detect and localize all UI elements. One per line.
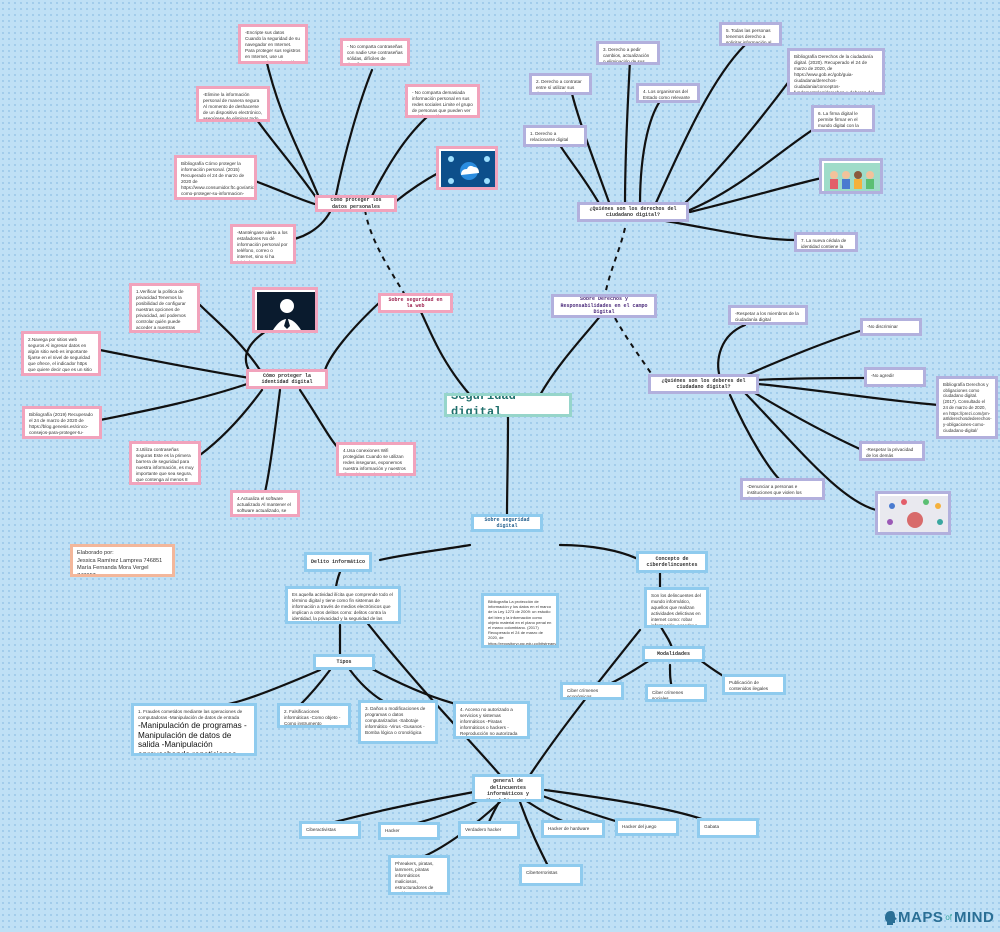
item-no-share-password[interactable]: - No comparta contraseñas con nadie Use …	[340, 38, 410, 66]
credits-author-1: Jessica Ramírez Lamprea 746851	[77, 557, 163, 564]
subtopic-protect-identity[interactable]: Cómo proteger la identidad digital	[246, 369, 328, 389]
item-duty-4[interactable]: -Respetar la privacidad de los demás	[859, 441, 925, 461]
item-secure-passwords[interactable]: 3.Utiliza contraseñas seguras Este es la…	[129, 441, 201, 485]
item-class-hardware-hacker[interactable]: Hacker de hardware	[541, 820, 605, 838]
item-modalidad-ilegales[interactable]: Publicación de contenidos ilegales	[722, 674, 786, 695]
subtopic-clasificacion[interactable]: Clasificación general de delincuentes in…	[472, 774, 544, 802]
item-frauds[interactable]: 1. Fraudes cometidos mediante las operac…	[131, 703, 257, 756]
item-encrypt[interactable]: -Encripte sus datos Cuando la seguridad …	[238, 24, 308, 64]
subtopic-duties-question[interactable]: ¿Quiénes son los deberes del ciudadano d…	[648, 374, 759, 394]
data-illustration	[436, 146, 498, 190]
item-right-5[interactable]: 5. Todas las personas tenemos derecho a …	[719, 22, 782, 46]
item-identity-bibliography[interactable]: Bibliografía (2019) Recuperado el 24 de …	[22, 406, 102, 439]
people-group-icon	[824, 163, 880, 191]
subtopic-concepto[interactable]: Concepto de ciberdelincuentes	[636, 551, 708, 573]
subtopic-protect-data[interactable]: Cómo proteger los datos personales	[315, 195, 397, 212]
rights-illustration	[819, 158, 883, 194]
credits-author-2: María Fernanda Mora Vergel 743957	[77, 565, 149, 577]
duties-illustration	[875, 491, 951, 535]
central-topic[interactable]: Seguridad digital	[444, 393, 572, 417]
item-duty-2[interactable]: -No discriminar	[860, 318, 922, 336]
item-concepto-definition[interactable]: Son los delincuentes del mundo informáti…	[644, 587, 709, 628]
branch-web[interactable]: Sobre seguridad en la web	[378, 293, 453, 313]
subtopic-modalidades[interactable]: Modalidades	[642, 646, 705, 662]
frauds-list: -Manipulación de programas -Manipulación…	[138, 720, 247, 756]
item-right-3[interactable]: 3. Derecho a pedir cambios, actualizació…	[596, 41, 660, 65]
item-class-ciberactivistas[interactable]: Ciberactivistas	[299, 821, 361, 839]
item-right-6[interactable]: 6. La firma digital le permite firmar en…	[811, 105, 875, 132]
item-duty-5[interactable]: -Denunciar a personas e instituciones qu…	[740, 478, 825, 500]
branch-rights[interactable]: Sobre Derechos y Responsabilidades en el…	[551, 294, 657, 318]
subtopic-delito[interactable]: Delito informático	[304, 552, 372, 572]
identity-illustration	[252, 287, 318, 333]
item-class-ciberterroristas[interactable]: Ciberterroristas	[519, 864, 583, 886]
item-duty-1[interactable]: -Respetar a los miembros de la ciudadaní…	[728, 305, 808, 325]
item-right-2[interactable]: 2. Derecho a contratar entre sí utilizar…	[529, 73, 592, 95]
item-modalidad-sociales[interactable]: Ciber crímenes sociales	[645, 684, 707, 702]
frauds-intro: 1. Fraudes cometidos mediante las operac…	[138, 709, 243, 720]
cloud-network-icon	[441, 151, 495, 187]
item-right-4[interactable]: 4. Los organismos del Estado como releva…	[636, 83, 700, 103]
credits-box: Elaborado por: Jessica Ramírez Lamprea 7…	[70, 544, 175, 577]
item-security-bibliography[interactable]: Bibliografía La protección de informació…	[481, 593, 559, 648]
item-rights-bibliography[interactable]: Bibliografía Derechos de la ciudadanía d…	[787, 48, 885, 95]
subtopic-tipos[interactable]: Tipos	[313, 654, 375, 670]
item-no-share-info[interactable]: - No comparta demasiada información pers…	[405, 84, 480, 118]
user-silhouette-icon	[257, 292, 315, 330]
credits-label: Elaborado por:	[77, 550, 114, 556]
brand-mind: MIND	[954, 909, 995, 926]
item-right-7[interactable]: 7. La nueva cédula de identidad contiene…	[794, 232, 858, 252]
social-network-icon	[880, 496, 948, 532]
item-delito-definition[interactable]: Es aquella actividad ilícita que compren…	[285, 586, 401, 624]
item-class-game-hacker[interactable]: Hacker del juego	[615, 818, 679, 836]
item-update-software[interactable]: 4.Actualiza el software actualizado Al m…	[230, 490, 300, 517]
brand-of: of	[945, 913, 953, 922]
item-verify-privacy[interactable]: 1.Verificar la política de privacidad Te…	[129, 283, 200, 333]
item-class-gabata[interactable]: Gabata	[697, 818, 759, 838]
item-class-list[interactable]: Phreakers, piratas, lammers, piratas inf…	[388, 855, 450, 895]
item-data-bibliography[interactable]: Bibliografía Cómo proteger la informació…	[174, 155, 257, 200]
item-protected-wifi[interactable]: 4.Usa conexiones Wifi protegidas Cuando …	[336, 442, 416, 476]
brand-maps: MAPS	[898, 909, 944, 926]
item-erase-info[interactable]: -Elimine la información personal de mane…	[196, 86, 270, 122]
item-class-hacker[interactable]: Hacker	[378, 822, 440, 840]
item-acceso[interactable]: 4. Acceso no autorizado a servicios y si…	[453, 701, 530, 739]
item-safe-websites[interactable]: 2.Navega por sitios web seguros Al ingre…	[21, 331, 101, 376]
branch-security[interactable]: Sobre seguridad digital	[471, 514, 543, 532]
item-duty-3[interactable]: -No agredir	[864, 367, 926, 387]
item-duties-bibliography[interactable]: Bibliografía Derechos y obligaciones com…	[936, 376, 998, 439]
mapsofmind-logo: MAPS of MIND	[884, 909, 994, 926]
item-danos[interactable]: 3. Daños o modificaciones de programas o…	[358, 700, 438, 744]
item-right-1[interactable]: 1. Derecho a relacionarse digital	[523, 125, 587, 147]
brain-head-icon	[885, 910, 897, 925]
item-modalidad-economicos[interactable]: Ciber crímenes económicos	[560, 682, 624, 700]
subtopic-rights-question[interactable]: ¿Quiénes son los derechos del ciudadano …	[577, 202, 689, 222]
item-class-true-hacker[interactable]: Verdadero hacker	[458, 821, 520, 839]
item-alert[interactable]: -Manténgase alerta a los estafadores No …	[230, 224, 296, 264]
item-falsificaciones[interactable]: 2. Falsificaciones informáticas -Como ob…	[277, 703, 351, 728]
